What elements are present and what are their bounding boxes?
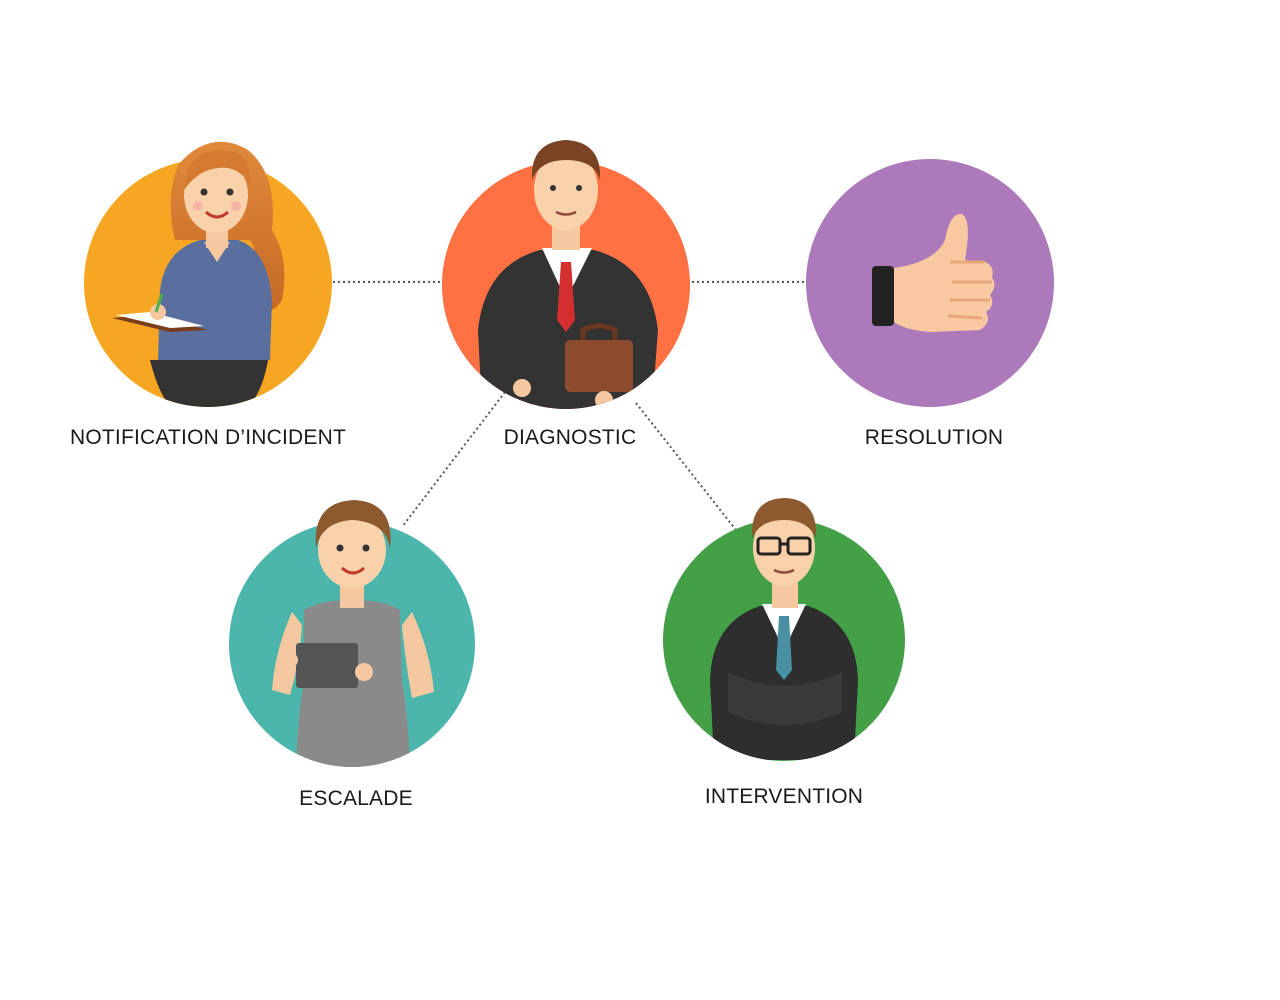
thumbs-up-icon (872, 213, 995, 332)
connector-diagnostic-escalade (401, 391, 506, 528)
node-diagnostic (442, 140, 690, 409)
woman-with-tablet-icon (272, 500, 434, 767)
man-with-briefcase-icon (478, 140, 658, 409)
woman-with-notebook-icon (112, 141, 285, 407)
label-intervention: INTERVENTION (704, 785, 864, 808)
connector-diagnostic-intervention (635, 402, 737, 531)
connectors (333, 281, 806, 531)
label-escalade: ESCALADE (299, 787, 413, 810)
label-notification: NOTIFICATION D’INCIDENT (69, 426, 347, 449)
node-resolution (806, 159, 1054, 407)
node-escalade (229, 500, 475, 767)
man-with-glasses-icon (710, 498, 858, 760)
node-notification (84, 141, 332, 407)
label-resolution: RESOLUTION (864, 426, 1004, 449)
node-intervention (663, 498, 905, 761)
label-diagnostic: DIAGNOSTIC (503, 426, 637, 449)
